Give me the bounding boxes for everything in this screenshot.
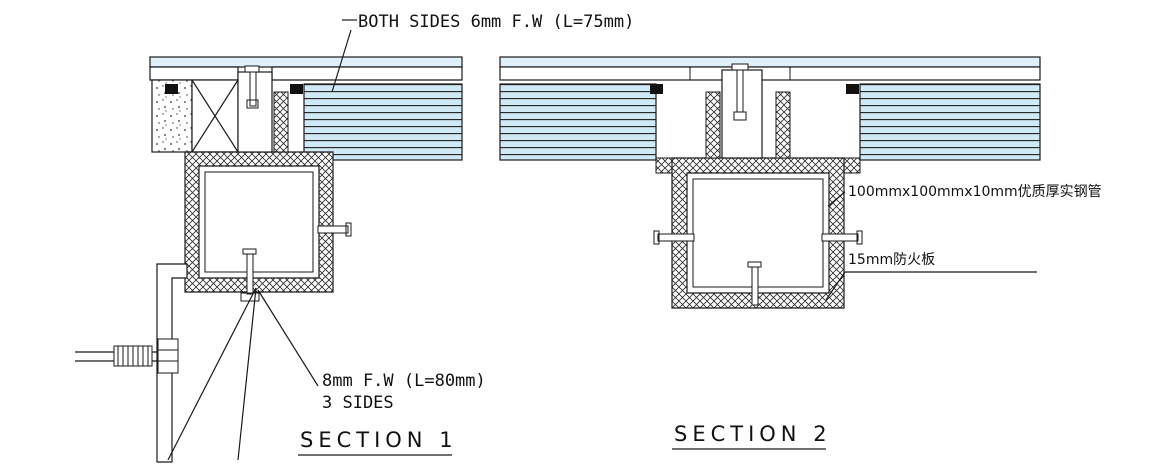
annotation-both-sides-weld: BOTH SIDES 6mm F.W (L=75mm): [358, 12, 634, 32]
steel-tube-frame: [184, 151, 334, 293]
leader-line: [827, 191, 846, 207]
thread-ticks: [117, 346, 149, 366]
top-rail: [149, 66, 463, 81]
edge-insulation-block: [843, 157, 861, 174]
section-2-label: SECTION 2: [674, 422, 832, 446]
annotations: BOTH SIDES 6mm F.W (L=75mm) 8mm F.W (L=8…: [257, 12, 1102, 456]
side-screw-right: [821, 230, 863, 245]
section-2-drawing: [499, 56, 1041, 309]
mullion-bolt: [731, 63, 749, 121]
annotation-steel-tube: 100mmx100mmx10mm优质厚实钢管: [848, 184, 1102, 200]
insulation-strip: [273, 91, 289, 153]
layered-glass-panel-right: [859, 83, 1041, 161]
annotation-weld-sides: 3 SIDES: [322, 393, 394, 413]
layered-glass-panel: [303, 83, 463, 161]
top-glass-strip: [499, 56, 1041, 68]
gasket-block: [165, 84, 178, 94]
angle-bracket-assembly: [75, 263, 188, 463]
gasket-block: [290, 84, 303, 94]
bottom-bolt: [240, 248, 260, 302]
mullion-assembly: [705, 63, 791, 159]
steel-tube-wall: [204, 171, 314, 273]
annotation-fireproof-board: 15mm防火板: [848, 252, 935, 268]
insulation-strip: [775, 91, 791, 159]
side-screw: [317, 222, 352, 237]
cross-brace-diagonals: [191, 79, 239, 153]
insulation-strip: [705, 91, 721, 159]
side-screw-left: [653, 230, 695, 245]
edge-insulation-block: [655, 157, 673, 174]
bottom-bolt: [747, 261, 762, 306]
mullion-assembly: [237, 65, 289, 153]
section-1-label: SECTION 1: [300, 428, 458, 452]
rail-joints: [689, 67, 791, 80]
gasket-block: [650, 84, 663, 94]
hex-nut-facets: [158, 349, 178, 362]
annotation-weld-size: 8mm F.W (L=80mm): [322, 371, 486, 391]
leader-line: [331, 29, 352, 93]
section-1-drawing: [75, 56, 463, 463]
top-rail: [499, 66, 1041, 81]
mullion-bolt: [244, 65, 260, 109]
gasket-block: [846, 84, 859, 94]
weld-pointer-lines: [167, 287, 257, 461]
hex-nut: [157, 338, 179, 374]
top-glass-strip: [149, 56, 463, 68]
leader-line: [825, 271, 1037, 301]
leader-line: [257, 289, 319, 387]
layered-glass-panel-left: [499, 83, 657, 161]
